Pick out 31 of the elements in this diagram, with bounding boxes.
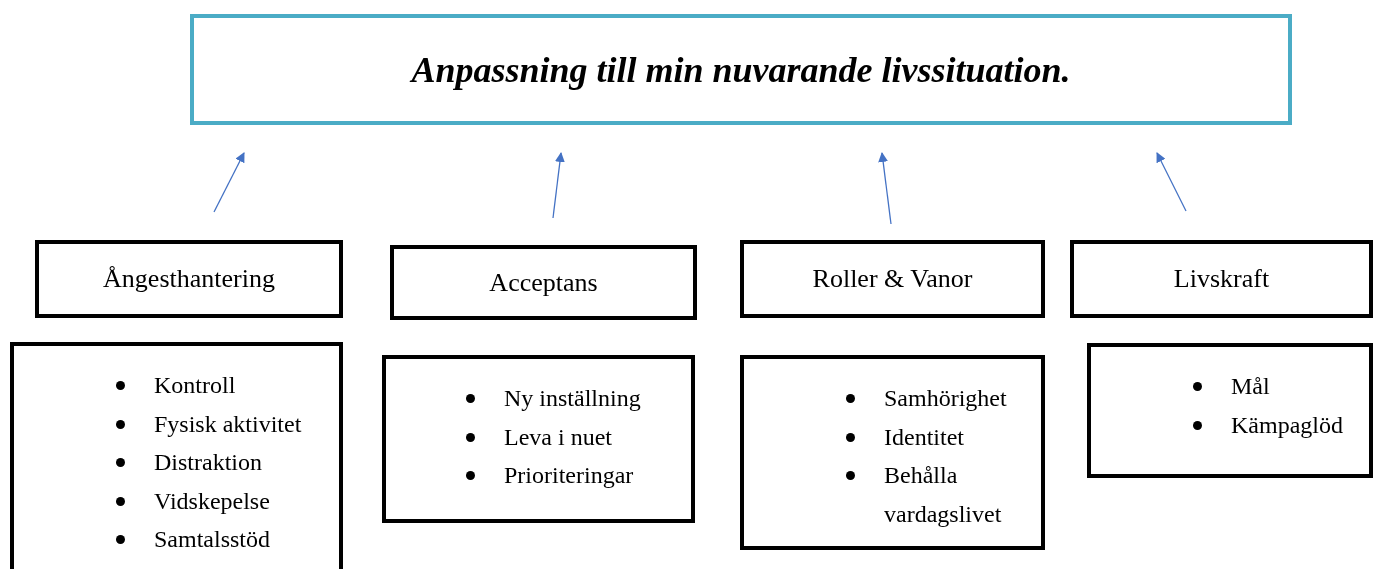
bullet-item: Fysisk aktivitet <box>108 404 337 443</box>
bullet-item: Ny inställning <box>458 379 689 418</box>
bullet-item: Behålla vardagslivet <box>838 456 1039 533</box>
title-text: Anpassning till min nuvarande livssituation. <box>408 48 1072 91</box>
bullet-item: Identitet <box>838 417 1039 456</box>
arrow <box>878 152 892 225</box>
category-label: Roller & Vanor <box>811 264 974 294</box>
bullet-item: Prioriteringar <box>458 456 689 495</box>
arrow <box>552 152 565 219</box>
title-box <box>190 14 1292 125</box>
bullet-item: Samhörighet <box>838 379 1039 418</box>
bullet-item: Distraktion <box>108 443 337 482</box>
bullet-item: Samtalsstöd <box>108 520 337 559</box>
category-box <box>390 245 697 320</box>
category-box <box>740 240 1045 318</box>
category-label: Ångesthantering <box>102 264 276 294</box>
bullet-item: Leva i nuet <box>458 417 689 456</box>
bullet-item: Mål <box>1185 367 1367 406</box>
bullet-item: Vidskepelse <box>108 481 337 520</box>
list-box <box>10 342 343 569</box>
category-box <box>35 240 343 318</box>
category-label: Livskraft <box>1172 264 1271 294</box>
arrow <box>1156 152 1187 212</box>
list-box <box>382 355 695 523</box>
list-box <box>1087 343 1373 478</box>
list-box <box>740 355 1045 550</box>
category-label: Acceptans <box>488 267 599 298</box>
bullet-item: Kontroll <box>108 366 337 405</box>
category-box <box>1070 240 1373 318</box>
arrow <box>213 152 245 213</box>
bullet-item: Kämpaglöd <box>1185 405 1367 444</box>
